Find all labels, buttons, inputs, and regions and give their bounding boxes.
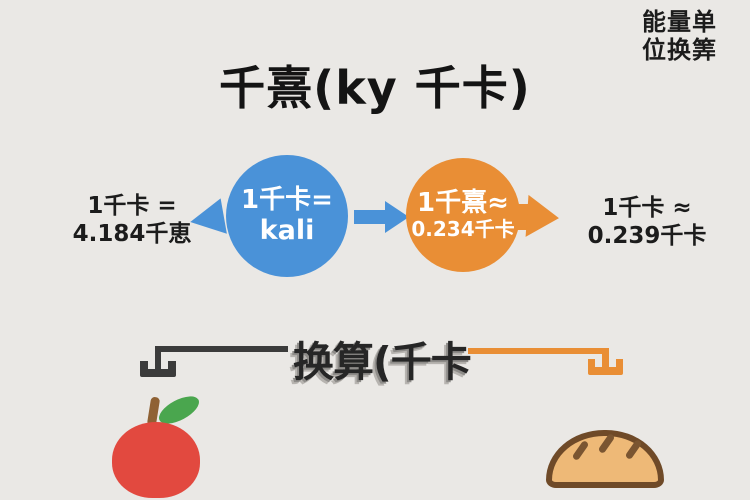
kcal-circle-line1: 1千卡= <box>241 184 333 215</box>
kj-circle-line2: 0.234千卡 <box>411 217 515 242</box>
kcal-circle: 1千卡= kali <box>226 155 348 277</box>
corner-note: 能量单 位换筭 <box>642 8 742 65</box>
kj-circle: 1千熹≈ 0.234千卡 <box>406 158 520 272</box>
left-connector-foot <box>140 369 176 377</box>
right-connector-line <box>468 348 609 354</box>
apple-icon <box>112 422 200 498</box>
kj-circle-line1: 1千熹≈ <box>417 187 509 218</box>
corner-note-line1: 能量单 <box>642 8 717 36</box>
left-conversion-line1: 1千卡 = <box>87 193 177 219</box>
caption-text: 换算(千卡 <box>293 338 472 386</box>
middle-arrow-icon <box>354 210 387 224</box>
middle-arrow-head-icon <box>385 201 409 233</box>
page-title: 千熹(ky 千卡) <box>219 61 531 115</box>
right-conversion-line1: 1千卡 ≈ <box>602 195 692 221</box>
kcal-circle-line2: kali <box>259 215 315 247</box>
left-connector-nub <box>168 361 176 371</box>
right-connector-foot <box>588 367 623 375</box>
right-connector-nub <box>588 359 595 369</box>
left-connector-line <box>155 346 288 352</box>
left-conversion-line2: 4.184千恵 <box>72 221 192 248</box>
right-conversion-label: 1千卡 ≈ 0.239千卡 <box>572 194 722 250</box>
left-connector-drop <box>155 346 161 373</box>
right-arrow-tail-icon <box>517 204 530 230</box>
right-connector-nub <box>616 359 623 369</box>
left-conversion-label: 1千卡 = 4.184千恵 <box>62 192 202 248</box>
left-arrow-icon <box>187 198 227 240</box>
right-arrow-icon <box>525 194 561 240</box>
corner-note-line2: 位换筭 <box>642 36 717 65</box>
right-conversion-line2: 0.239千卡 <box>587 223 707 250</box>
right-connector-drop <box>602 348 609 373</box>
left-connector-nub <box>140 361 148 371</box>
